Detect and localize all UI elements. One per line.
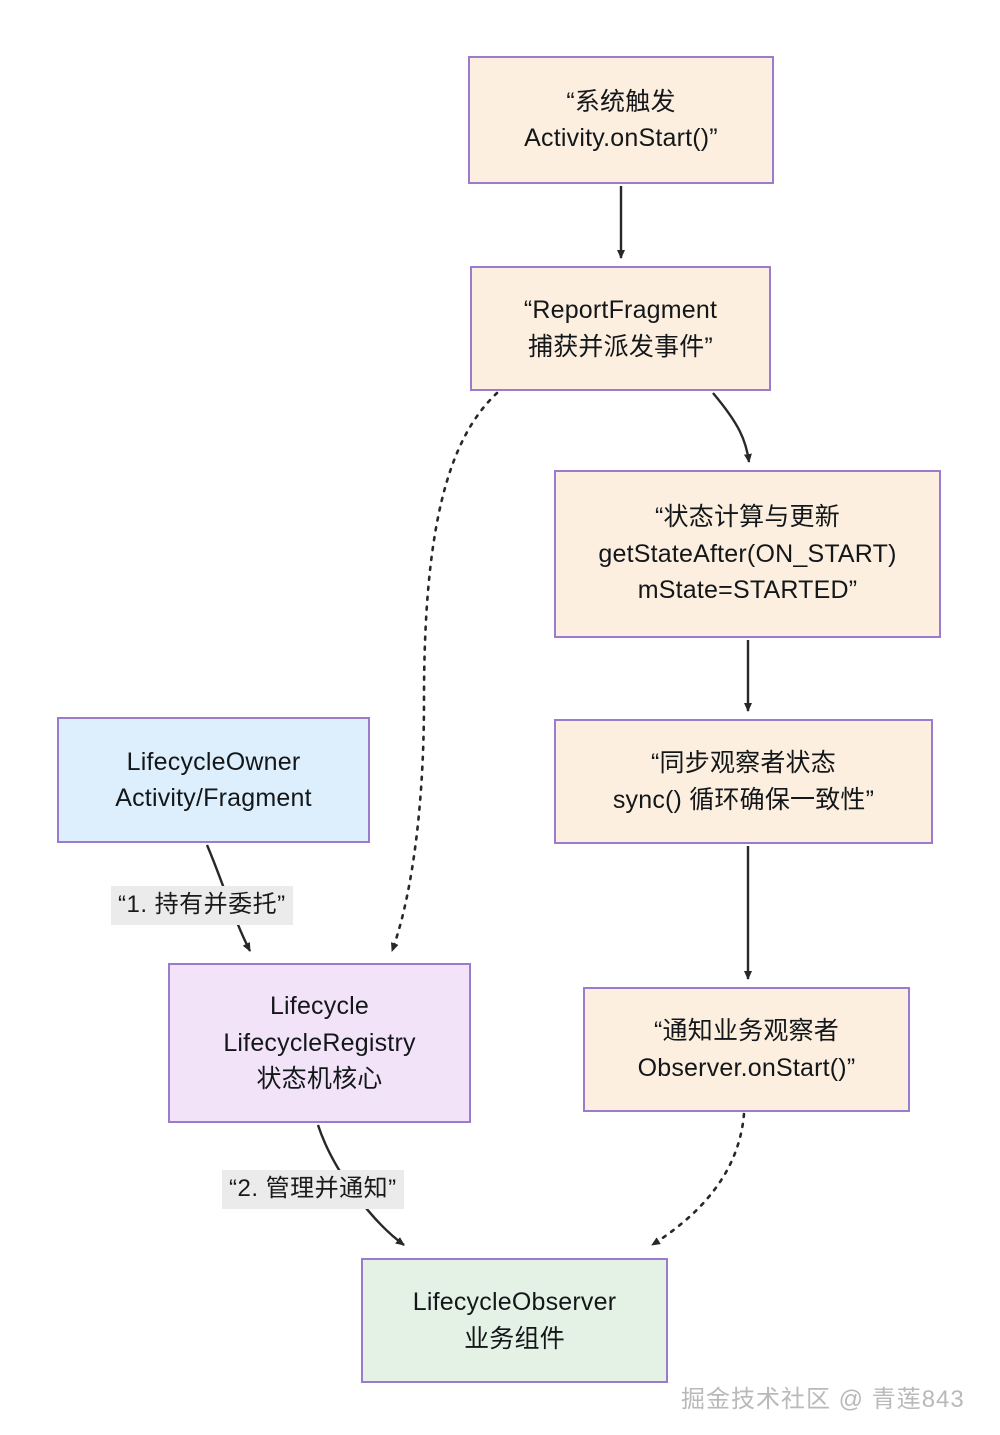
node-line: LifecycleObserver bbox=[412, 1288, 617, 1316]
node-line: Lifecycle bbox=[269, 992, 370, 1021]
node-line: LifecycleOwner bbox=[126, 747, 301, 776]
node-line: sync() 循环确保一致性” bbox=[612, 785, 875, 814]
node-line: “ReportFragment bbox=[523, 296, 718, 324]
node-system-trigger[interactable]: “系统触发 Activity.onStart()” bbox=[468, 56, 774, 184]
node-line: “同步观察者状态 bbox=[651, 749, 836, 777]
edge-label-hold-delegate: “1. 持有并委托” bbox=[111, 886, 293, 925]
node-line: mState=STARTED” bbox=[637, 576, 858, 605]
node-line: “状态计算与更新 bbox=[655, 503, 840, 532]
watermark: 掘金技术社区 @ 青莲843 bbox=[681, 1386, 965, 1413]
node-line: Activity/Fragment bbox=[115, 784, 312, 812]
node-lifecycle-owner[interactable]: LifecycleOwner Activity/Fragment bbox=[57, 717, 370, 843]
node-notify-observer[interactable]: “通知业务观察者 Observer.onStart()” bbox=[583, 987, 910, 1112]
node-line: Activity.onStart()” bbox=[524, 124, 718, 152]
edge-notify-to-observer bbox=[650, 1112, 746, 1247]
node-line: “通知业务观察者 bbox=[654, 1017, 839, 1045]
edge-report-to-registry bbox=[390, 391, 499, 953]
node-line: “系统触发 bbox=[566, 87, 676, 116]
node-line: 捕获并派发事件” bbox=[528, 332, 713, 361]
node-line: LifecycleRegistry bbox=[223, 1028, 416, 1057]
node-lifecycle-observer[interactable]: LifecycleObserver 业务组件 bbox=[361, 1258, 668, 1383]
node-report-fragment[interactable]: “ReportFragment 捕获并派发事件” bbox=[470, 266, 771, 391]
node-sync-observers[interactable]: “同步观察者状态 sync() 循环确保一致性” bbox=[554, 719, 933, 844]
node-line: 状态机核心 bbox=[256, 1065, 383, 1094]
edge-label-manage-notify: “2. 管理并通知” bbox=[222, 1170, 404, 1209]
edge-report-to-state bbox=[712, 392, 752, 463]
node-lifecycle-registry[interactable]: Lifecycle LifecycleRegistry 状态机核心 bbox=[168, 963, 471, 1123]
node-line: 业务组件 bbox=[464, 1324, 565, 1353]
node-line: Observer.onStart()” bbox=[637, 1053, 856, 1082]
node-line: getStateAfter(ON_START) bbox=[598, 539, 897, 568]
node-state-compute[interactable]: “状态计算与更新 getStateAfter(ON_START) mState=… bbox=[554, 470, 941, 638]
